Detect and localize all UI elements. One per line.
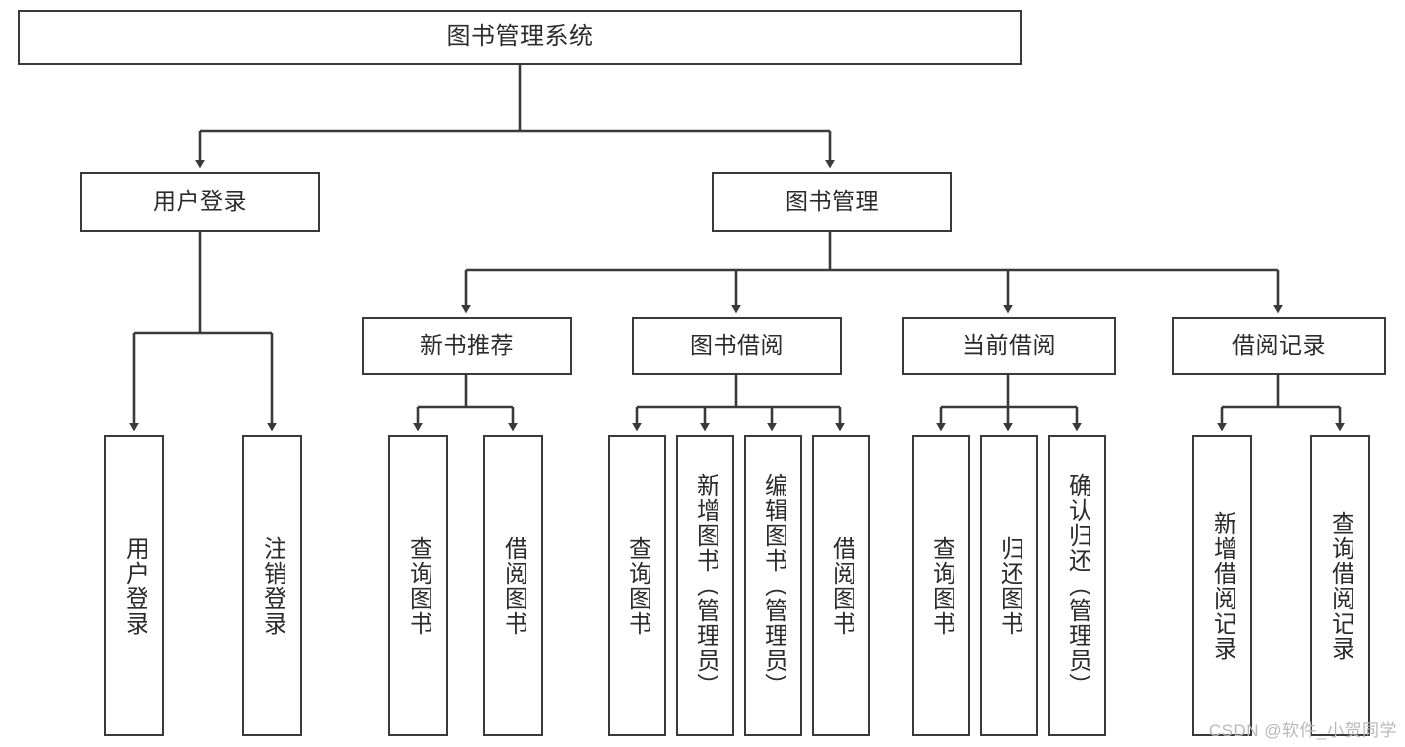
node-book-borrow[interactable]: 图书借阅 [632,317,842,375]
leaf-user-login-label: 用户登录 [121,535,148,636]
node-user-login-label: 用户登录 [153,188,247,215]
node-book-borrow-label: 图书借阅 [690,332,784,359]
leaf-query-record-label: 查询借阅记录 [1327,510,1354,661]
node-user-login[interactable]: 用户登录 [80,172,320,232]
leaf-add-record-label: 新增借阅记录 [1209,510,1236,661]
node-book-manage-label: 图书管理 [785,188,879,215]
leaf-query-book-1-label: 查询图书 [405,535,432,636]
node-current-borrow-label: 当前借阅 [962,332,1056,359]
leaf-query-book-1[interactable]: 查询图书 [388,435,448,736]
node-borrow-record[interactable]: 借阅记录 [1172,317,1386,375]
leaf-query-book-2-label: 查询图书 [624,535,651,636]
leaf-borrow-book-2[interactable]: 借阅图书 [812,435,870,736]
leaf-edit-book-label: 编辑图书（管理员） [760,473,787,698]
leaf-user-logout[interactable]: 注销登录 [242,435,302,736]
node-root[interactable]: 图书管理系统 [18,10,1022,65]
node-root-label: 图书管理系统 [446,23,594,51]
leaf-borrow-book-1[interactable]: 借阅图书 [483,435,543,736]
node-current-borrow[interactable]: 当前借阅 [902,317,1116,375]
leaf-return-book-label: 归还图书 [996,535,1023,636]
leaf-edit-book[interactable]: 编辑图书（管理员） [744,435,802,736]
leaf-query-record[interactable]: 查询借阅记录 [1310,435,1370,736]
leaf-confirm-return-label: 确认归还（管理员） [1064,473,1091,698]
leaf-query-book-3-label: 查询图书 [928,535,955,636]
leaf-query-book-3[interactable]: 查询图书 [912,435,970,736]
leaf-add-record[interactable]: 新增借阅记录 [1192,435,1252,736]
leaf-borrow-book-1-label: 借阅图书 [500,535,527,636]
leaf-query-book-2[interactable]: 查询图书 [608,435,666,736]
node-borrow-record-label: 借阅记录 [1232,332,1326,359]
leaf-add-book-label: 新增图书（管理员） [692,473,719,698]
leaf-confirm-return[interactable]: 确认归还（管理员） [1048,435,1106,736]
node-book-manage[interactable]: 图书管理 [712,172,952,232]
leaf-user-logout-label: 注销登录 [259,535,286,636]
leaf-borrow-book-2-label: 借阅图书 [828,535,855,636]
watermark: CSDN @软件_小贺同学 [1208,721,1397,740]
leaf-user-login[interactable]: 用户登录 [104,435,164,736]
leaf-return-book[interactable]: 归还图书 [980,435,1038,736]
node-new-book-rec-label: 新书推荐 [420,332,514,359]
node-new-book-rec[interactable]: 新书推荐 [362,317,572,375]
leaf-add-book[interactable]: 新增图书（管理员） [676,435,734,736]
